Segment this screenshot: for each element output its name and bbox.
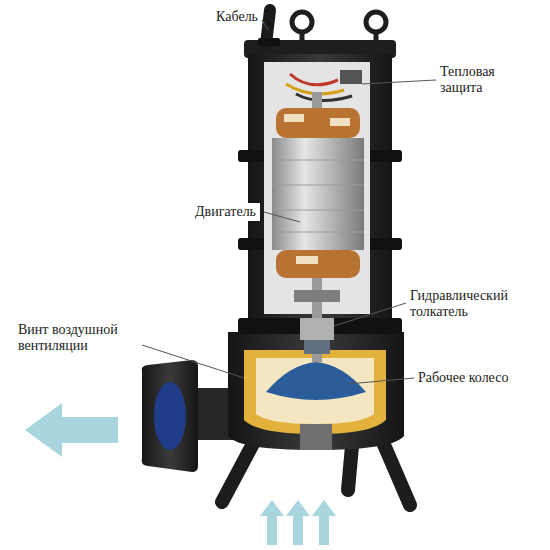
- pump-casing: [228, 332, 404, 450]
- outflow-arrow: [25, 403, 118, 457]
- thermal-protection: [286, 70, 362, 101]
- part-label: Кабель: [216, 9, 258, 25]
- winding: [276, 108, 360, 138]
- stator: [272, 138, 364, 250]
- hydraulic-pusher: [300, 318, 334, 340]
- cable-gland: [258, 38, 280, 46]
- eye-bolts: [292, 12, 386, 42]
- winding-tape: [296, 256, 318, 264]
- part-label: Двигатель: [191, 203, 260, 221]
- stator-laminations: [272, 160, 364, 232]
- impeller: [266, 362, 366, 400]
- part-label: Рабочее колесо: [418, 370, 508, 386]
- winding-tape: [330, 118, 350, 126]
- volute-cutaway: [244, 350, 386, 434]
- part-label: Тепловая защита: [440, 64, 520, 96]
- part-label: Гидравлический толкатель: [410, 288, 540, 320]
- bearing: [294, 290, 340, 302]
- winding-tape: [284, 114, 304, 122]
- part-label: Винт воздушной вентиляции: [18, 322, 138, 354]
- inflow-arrows: [260, 500, 336, 545]
- seal: [304, 340, 330, 354]
- winding: [276, 250, 360, 278]
- outlet-opening: [154, 382, 186, 450]
- outlet-flange: [142, 360, 198, 472]
- volute-cavity: [256, 358, 374, 424]
- inlet: [300, 424, 332, 450]
- leader-lines: [142, 20, 436, 384]
